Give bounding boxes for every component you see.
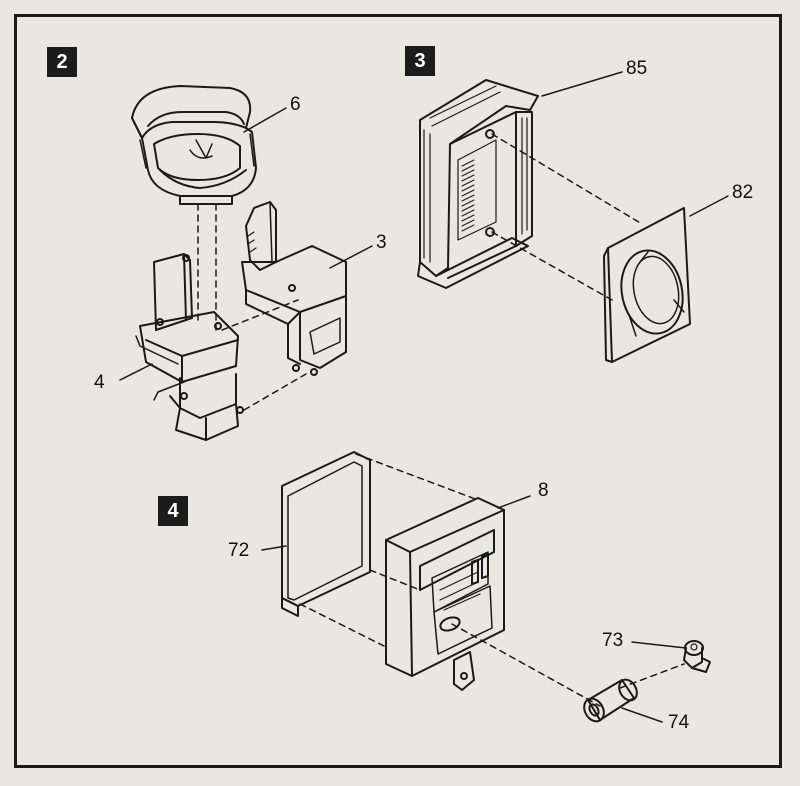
radiator-fin-line bbox=[461, 164, 475, 172]
part-label-6: 6 bbox=[290, 94, 301, 115]
alignment-lines-seat bbox=[197, 203, 217, 331]
radiator-fin-line bbox=[461, 169, 475, 177]
radiator-fin-line bbox=[461, 214, 475, 222]
seat-base-part-4 bbox=[135, 253, 244, 441]
part-label-82: 82 bbox=[732, 182, 754, 203]
step-badge-3: 3 bbox=[405, 46, 435, 76]
seat-support-part-3 bbox=[241, 201, 347, 376]
alignment-lines-tray bbox=[299, 453, 479, 647]
battery-part-8 bbox=[385, 497, 505, 691]
radiator-fin-line bbox=[461, 184, 475, 192]
part-label-74: 74 bbox=[668, 712, 690, 733]
radiator-fin-line bbox=[461, 224, 475, 232]
radiator-fin-line bbox=[461, 194, 475, 202]
part-label-8: 8 bbox=[538, 480, 549, 501]
seat-part-6 bbox=[131, 85, 257, 205]
radiator-fin-line bbox=[461, 204, 475, 212]
radiator-fin-line bbox=[461, 199, 475, 207]
alignment-lines-radiator bbox=[491, 133, 643, 301]
radiator-shroud-part-82 bbox=[603, 207, 691, 363]
radiator-core-hatching bbox=[461, 159, 475, 232]
leader-lines bbox=[119, 71, 729, 723]
alignment-lines-battery bbox=[451, 623, 685, 707]
radiator-fin-line bbox=[461, 179, 475, 187]
radiator-fin-line bbox=[461, 209, 475, 217]
elbow-fitting-part-73 bbox=[683, 640, 711, 673]
radiator-fin-line bbox=[461, 174, 475, 182]
radiator-fin-line bbox=[461, 159, 475, 167]
diagram-frame bbox=[14, 14, 782, 768]
radiator-fin-line bbox=[461, 219, 475, 227]
part-label-3: 3 bbox=[376, 232, 387, 253]
part-label-73: 73 bbox=[602, 630, 624, 651]
alignment-lines-base bbox=[221, 299, 307, 411]
radiator-part-85 bbox=[417, 79, 539, 289]
part-label-4: 4 bbox=[94, 372, 105, 393]
step-badge-2: 2 bbox=[47, 47, 77, 77]
battery-tray-part-72 bbox=[281, 451, 371, 617]
part-label-85: 85 bbox=[626, 58, 648, 79]
part-label-72: 72 bbox=[228, 540, 250, 561]
connector-part-74 bbox=[583, 678, 638, 723]
step-badge-4: 4 bbox=[158, 496, 188, 526]
radiator-fin-line bbox=[461, 189, 475, 197]
